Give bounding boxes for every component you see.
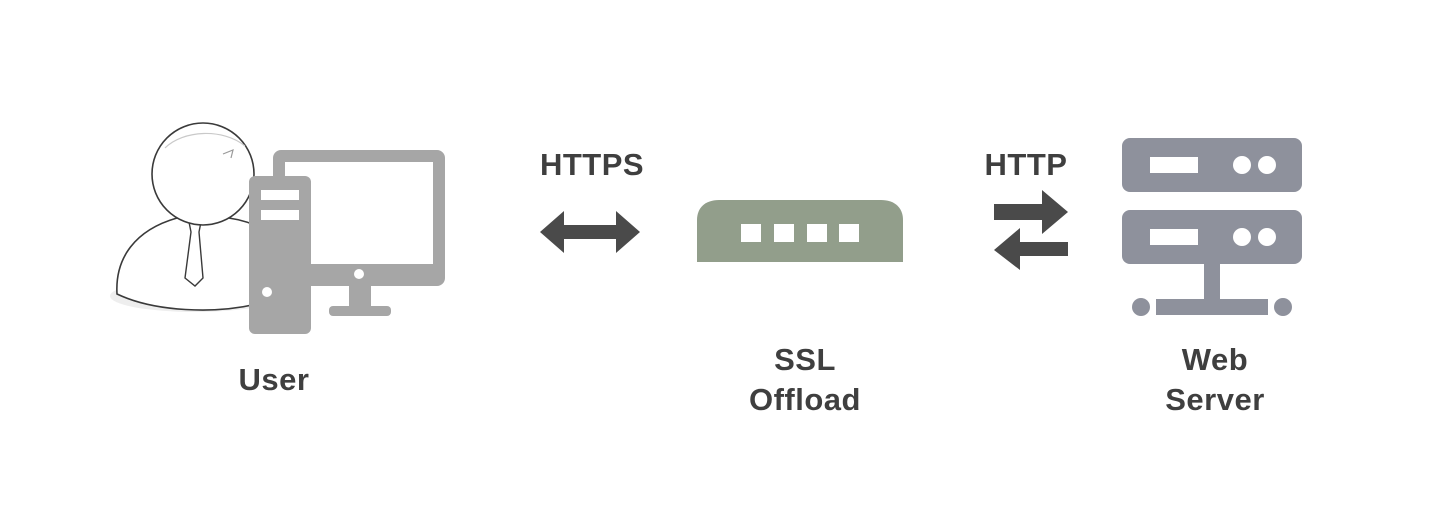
exchange-arrows-icon [994, 190, 1068, 270]
load-balancer-appliance-icon [697, 200, 903, 264]
http-label: HTTP [956, 145, 1096, 185]
ssl-offload-label-line2: Offload [749, 382, 861, 417]
https-label: HTTPS [522, 145, 662, 185]
web-server-label: Web Server [1135, 340, 1295, 420]
user-label: User [204, 360, 344, 400]
user-computer-icon [105, 118, 450, 340]
user-label-text: User [238, 362, 310, 397]
bidirectional-arrow-icon [540, 209, 640, 255]
server-rack-icon [1122, 138, 1302, 320]
https-label-text: HTTPS [539, 147, 645, 182]
ssl-offload-label: SSL Offload [725, 340, 885, 420]
ssl-offload-label-line1: SSL [774, 342, 836, 377]
http-label-text: HTTP [984, 147, 1068, 182]
web-server-label-line2: Server [1165, 382, 1265, 417]
web-server-label-line1: Web [1181, 342, 1249, 377]
